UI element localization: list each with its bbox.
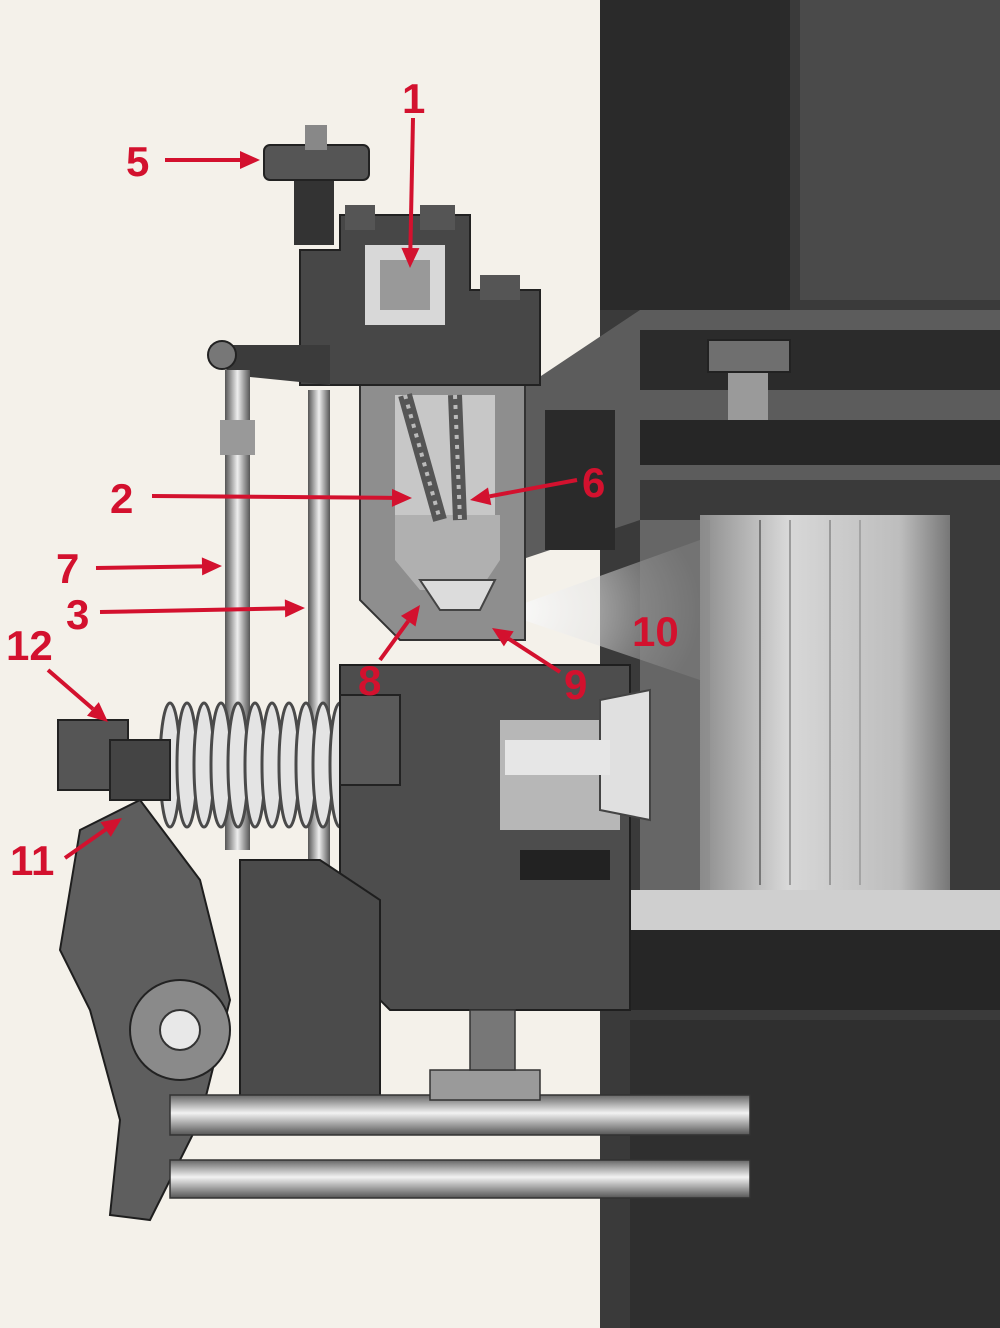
injector-top-block (299, 205, 541, 386)
callout-arrow-7-head (201, 557, 222, 576)
cylinder-liner (620, 890, 1000, 1010)
callout-arrow-2-head (391, 488, 412, 507)
callout-label-11: 11 (10, 837, 55, 884)
horizontal-shafts (169, 1009, 751, 1199)
callout-label-12: 12 (6, 622, 53, 669)
callout-label-6: 6 (582, 459, 606, 506)
callout-arrow-12-shaft (46, 668, 95, 711)
callout-arrow-5-head (240, 151, 260, 169)
callout-arrow-8-head (400, 605, 420, 627)
callout-arrow-9-head (492, 628, 514, 647)
adjustment-knob (263, 125, 370, 245)
callout-label-2: 2 (110, 475, 134, 522)
cylinder-head (520, 310, 1000, 560)
pump-housing (339, 664, 651, 1011)
callout-arrow-2-shaft (151, 494, 393, 500)
callout-label-1: 1 (402, 75, 426, 122)
piston (640, 515, 950, 890)
callout-label-7: 7 (56, 545, 80, 592)
callout-label-9: 9 (564, 661, 588, 708)
callout-arrow-9-shaft (507, 637, 562, 674)
head-stud-bolt (707, 339, 791, 420)
callout-arrow-11-shaft (63, 827, 107, 860)
callout-arrow-6-head (470, 487, 492, 506)
callout-label-5: 5 (126, 138, 150, 185)
coil-spring (158, 701, 352, 829)
callout-label-10: 10 (632, 608, 679, 655)
callout-arrow-3-shaft (99, 606, 286, 614)
callout-arrow-11-head (100, 818, 122, 837)
callout-arrow-1-shaft (408, 117, 415, 249)
callout-label-8: 8 (358, 657, 382, 704)
callout-arrow-8-shaft (378, 619, 410, 662)
callout-arrow-3-head (284, 599, 305, 618)
callout-arrow-12-head (86, 702, 108, 722)
callout-arrow-1-head (401, 247, 420, 268)
callout-arrow-7-shaft (95, 564, 203, 570)
callout-arrow-6-shaft (489, 478, 578, 499)
callout-label-3: 3 (66, 591, 90, 638)
